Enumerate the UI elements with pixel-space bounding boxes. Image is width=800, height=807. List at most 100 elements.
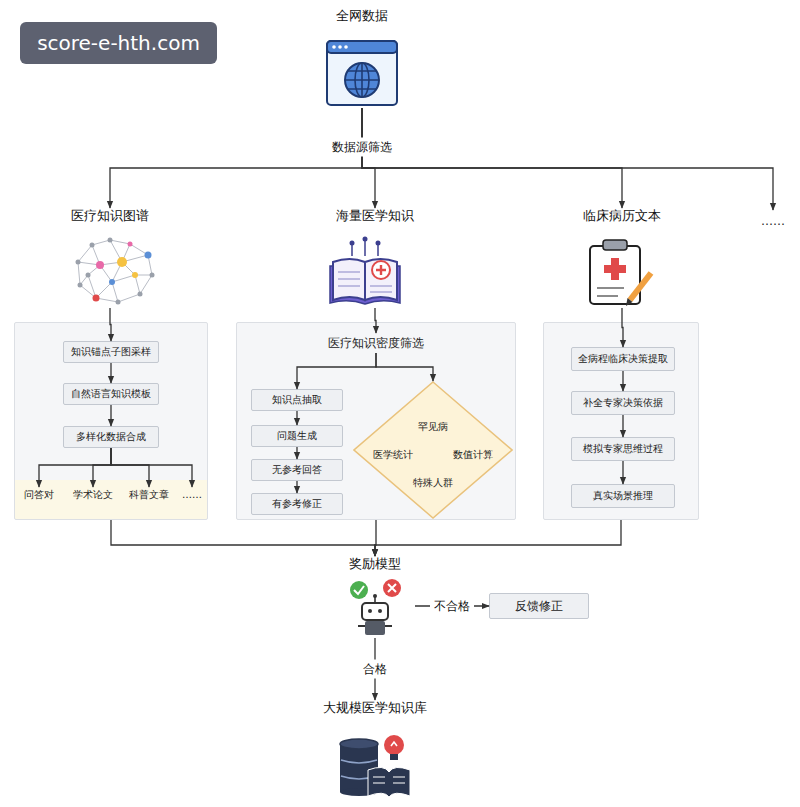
flow-arrow [296,447,297,459]
flow-arrow [376,353,433,381]
book-antenna [352,240,378,256]
db-top [340,739,378,749]
browser-window [327,41,397,105]
network-dot [96,261,104,269]
icon-node: 医疗知识图谱 [50,208,170,308]
node-label: 问题生成 [277,430,317,442]
icon-node: 奖励模型 [335,556,415,638]
book-icon [330,237,400,305]
icon-node: 全网数据 [318,8,406,108]
process-box: 知识锚点子图采样 [63,341,159,363]
flow-arrow [622,415,623,437]
process-box: 问题生成 [251,425,343,447]
robot-antenna-tip [373,594,377,598]
output-text: 学术论文 [68,487,118,503]
node-label: 医疗知识图谱 [71,208,149,224]
clipboard-lines [597,288,624,296]
pencil-tip [626,298,633,306]
book-cover [330,266,400,304]
flow-arrow [110,108,362,208]
db-rings [341,760,377,779]
process-box: 多样化数据合成 [63,426,159,448]
network-dot [150,273,155,278]
flow-arrow [622,371,623,391]
db-book-lines [373,777,405,783]
node-label: …… [761,214,785,228]
flow-arrow [296,481,297,493]
browser-icon [327,41,397,105]
flow-arrow [111,448,149,487]
flow-arrow [374,638,375,700]
network-dot [93,295,100,302]
network-dot [132,272,138,278]
flow-arrow [110,308,111,341]
globe [345,63,379,97]
db-base [340,788,378,796]
browser-bar [327,41,397,53]
book-lines [338,272,392,292]
group-panel: 医疗知识密度筛选知识点抽取问题生成无参考回答有参考修正罕见病医学统计数值计算特殊… [236,322,516,520]
node-label: …… [182,489,202,501]
network-dot [78,283,83,288]
watermark: score-e-hth.com [20,22,217,64]
flow-arrow [362,108,622,208]
node-label: 临床病历文本 [583,208,661,224]
robot-body [365,621,385,635]
clipboard-icon [590,240,651,306]
node-label: 知识点抽取 [272,394,322,406]
robot-eye [378,609,382,613]
check-mark [354,586,364,594]
node-label: 学术论文 [73,489,113,501]
node-label: 有参考修正 [272,498,322,510]
group-panel: 全病程临床决策提取补全专家决策依据模拟专家思维过程真实场景推理 [543,322,699,520]
db-body [340,744,378,792]
node-label: 补全专家决策依据 [583,397,663,409]
output-text: 问答对 [15,487,63,503]
network-dot [90,243,95,248]
browser-dot [338,45,342,49]
book-dot [363,237,368,242]
icon-node: 海量医学知识 [315,208,435,308]
panel-heading: 医疗知识密度筛选 [301,333,451,353]
book-dot [376,241,381,246]
globe-meridian [355,63,369,97]
node-label: 科普文章 [129,489,169,501]
node-label: 全网数据 [336,8,388,24]
clipboard-clip [603,240,627,250]
process-box: 知识点抽取 [251,389,343,411]
medical-cross [376,265,386,275]
bulb-base [390,754,398,760]
browser-dot [332,45,336,49]
node-label: 问答对 [24,489,54,501]
node-label: 全病程临床决策提取 [578,353,668,365]
node-label: 医学统计 [373,449,413,461]
pencil-body [630,273,651,300]
flow-arrow [110,405,111,426]
edge-label: 数据源筛选 [328,138,396,157]
book-dot [350,241,355,246]
network-dot [76,260,81,265]
bulb [384,735,404,755]
clipboard-board [590,246,640,304]
output-text: 科普文章 [124,487,174,503]
process-box: 反馈修正 [489,593,589,619]
icon-node: 大规模医学知识库 [300,700,450,800]
edge-label: 不合格 [430,597,474,616]
output-text: …… [179,487,205,503]
edge-label: 合格 [359,660,391,679]
book-page [365,259,397,300]
node-label: 无参考回答 [272,464,322,476]
network-dot [109,279,115,285]
icon-node: 临床病历文本 [562,208,682,308]
process-box: 有参考修正 [251,493,343,515]
node-label: 真实场景推理 [593,490,653,502]
flow-arrow [111,448,192,487]
process-box: 自然语言知识模板 [63,383,159,405]
node-label: 大规模医学知识库 [323,700,427,716]
flow-arrow [111,520,375,556]
flow-arrow [39,448,111,487]
flow-arrow [296,411,297,425]
robot-icon [350,579,401,635]
network-links [78,240,152,302]
